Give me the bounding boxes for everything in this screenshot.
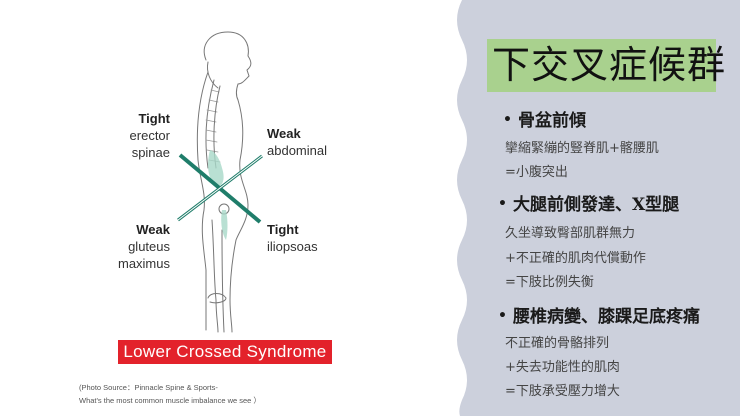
bullet-heading-2: •大腿前側發達、X型腿 bbox=[498, 195, 680, 215]
label-tight-iliopsoas: Tight iliopsoas bbox=[267, 222, 318, 254]
bullet-1-line-1: 攣縮緊繃的豎脊肌+髂腰肌 bbox=[505, 141, 659, 156]
label-tight-erector-spinae: Tight erector spinae bbox=[129, 111, 170, 160]
slide-title: 下交叉症候群 bbox=[492, 43, 727, 87]
label-weak-gluteus-maximus: Weak gluteus maximus bbox=[117, 222, 170, 271]
photo-source-line-2: What's the most common muscle imbalance … bbox=[79, 396, 261, 405]
right-panel bbox=[448, 0, 740, 416]
bullet-heading-3: •腰椎病變、膝踝足底疼痛 bbox=[498, 307, 700, 327]
erector-spinae-shading bbox=[208, 150, 224, 187]
photo-source-line-1: (Photo Source：Pinnacle Spine & Sports- bbox=[79, 383, 218, 392]
bullet-2-line-1: 久坐導致臀部肌群無力 bbox=[505, 226, 636, 241]
lower-crossed-syndrome-banner: Lower Crossed Syndrome bbox=[118, 340, 332, 364]
bullet-1-line-2: =小腹突出 bbox=[505, 165, 568, 180]
bullet-dot-icon: • bbox=[503, 112, 512, 128]
bullet-3-line-2: +失去功能性的肌肉 bbox=[505, 360, 620, 375]
bullet-2-line-2: +不正確的肌肉代償動作 bbox=[505, 251, 646, 266]
bullet-3-line-3: =下肢承受壓力增大 bbox=[505, 384, 620, 399]
iliopsoas-shading bbox=[221, 210, 228, 240]
label-weak-abdominal: Weak abdominal bbox=[267, 126, 327, 158]
bullet-3-line-1: 不正確的骨骼排列 bbox=[505, 336, 610, 351]
title-box bbox=[487, 39, 716, 92]
bullet-dot-icon: • bbox=[498, 196, 507, 212]
bullet-dot-icon: • bbox=[498, 308, 507, 324]
bullet-heading-1: •骨盆前傾 bbox=[503, 111, 586, 131]
body-figure-illustration bbox=[177, 31, 263, 333]
wavy-panel-background bbox=[457, 0, 740, 416]
bullet-2-line-3: =下肢比例失衡 bbox=[505, 275, 594, 290]
